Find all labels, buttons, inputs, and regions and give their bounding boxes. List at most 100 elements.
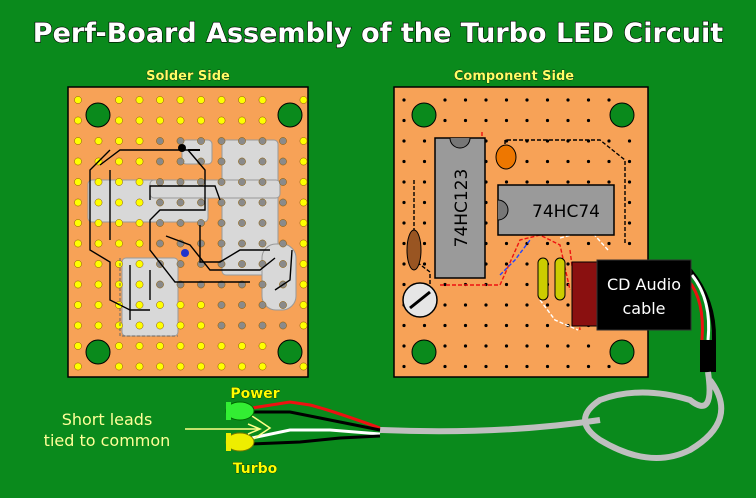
power-led: [225, 401, 255, 421]
solder-hole: [197, 362, 205, 371]
solder-hole: [115, 260, 123, 268]
solder-hole: [504, 344, 509, 348]
solder-hole: [197, 178, 205, 186]
solder-hole: [545, 241, 550, 246]
solder-hole: [197, 321, 205, 330]
solder-hole: [74, 178, 82, 186]
solder-hole: [422, 200, 427, 205]
solder-hole: [135, 219, 144, 227]
solder-hole: [135, 96, 144, 104]
solder-hole: [545, 344, 550, 348]
solder-hole: [176, 260, 185, 268]
solder-hole: [94, 239, 103, 248]
solder-hole: [217, 178, 226, 186]
solder-hole: [299, 260, 308, 268]
solder-hole: [402, 139, 406, 143]
solder-hole: [443, 282, 447, 287]
solder-hole: [566, 262, 570, 266]
solder-hole: [443, 303, 447, 307]
solder-hole: [586, 180, 591, 184]
solder-hole: [463, 303, 468, 307]
resistor: [537, 257, 549, 301]
solder-hole: [504, 303, 509, 307]
solder-hole: [156, 321, 164, 330]
solder-hole: [422, 139, 427, 143]
solder-hole: [217, 116, 226, 125]
solder-hole: [422, 323, 427, 328]
solder-hole: [299, 96, 308, 104]
solder-hole: [504, 98, 509, 102]
solder-hole: [176, 362, 185, 371]
solder-hole: [115, 280, 123, 289]
solder-hole: [525, 98, 529, 102]
solder-hole: [607, 241, 611, 246]
solder-hole: [586, 364, 591, 369]
solder-hole: [299, 198, 308, 207]
solder-hole: [279, 198, 287, 207]
solder-hole: [156, 198, 164, 207]
solder-hole: [238, 219, 246, 227]
solder-hole: [238, 239, 246, 248]
chip-74hc123-label: 74HC123: [452, 169, 472, 248]
solder-hole: [545, 98, 550, 102]
solder-hole: [135, 260, 144, 268]
solder-hole: [176, 96, 185, 104]
solder-hole: [586, 159, 591, 164]
solder-hole: [627, 221, 632, 225]
solder-hole: [94, 321, 103, 330]
solder-hole: [299, 362, 308, 371]
solder-hole: [566, 98, 570, 102]
solder-hole: [176, 178, 185, 186]
solder-hole: [402, 323, 406, 328]
solder-hole: [525, 344, 529, 348]
solder-hole: [484, 118, 488, 123]
solder-hole: [197, 198, 205, 207]
solder-hole: [156, 157, 164, 166]
solder-hole: [115, 96, 123, 104]
turbo-led-label: Turbo: [233, 461, 278, 477]
solder-hole: [197, 342, 205, 350]
solder-hole: [627, 159, 632, 164]
solder-hole: [74, 96, 82, 104]
solder-hole: [422, 241, 427, 246]
solder-hole: [299, 157, 308, 166]
solder-hole: [74, 301, 82, 309]
power-led-label: Power: [230, 386, 279, 402]
solder-hole: [94, 178, 103, 186]
solder-hole: [586, 344, 591, 348]
solder-hole: [135, 321, 144, 330]
solder-hole: [217, 301, 226, 309]
solder-hole: [299, 178, 308, 186]
solder-hole: [443, 98, 447, 102]
solder-hole: [525, 262, 529, 266]
solder-hole: [197, 239, 205, 248]
solder-hole: [299, 280, 308, 289]
component-side-board: Component Side 74HC123 74HC74: [393, 69, 649, 378]
solder-hole: [74, 219, 82, 227]
cable: [379, 417, 601, 435]
solder-hole: [402, 118, 406, 123]
solder-hole: [135, 362, 144, 371]
solder-hole: [217, 157, 226, 166]
solder-hole: [545, 364, 550, 369]
solder-hole: [135, 198, 144, 207]
solder-hole: [525, 118, 529, 123]
solder-hole: [525, 303, 529, 307]
solder-hole: [607, 139, 611, 143]
solder-hole: [156, 137, 164, 145]
solder-hole: [279, 321, 287, 330]
solder-hole: [566, 159, 570, 164]
solder-hole: [279, 260, 287, 268]
solder-hole: [135, 342, 144, 350]
component-side-label: Component Side: [454, 69, 574, 84]
solder-hole: [525, 364, 529, 369]
solder-hole: [525, 282, 529, 287]
short-leads-note-line2: tied to common: [44, 431, 171, 450]
solder-hole: [258, 96, 267, 104]
solder-hole: [279, 137, 287, 145]
solder-hole: [115, 137, 123, 145]
solder-hole: [607, 364, 611, 369]
solder-hole: [627, 139, 632, 143]
solder-hole: [422, 221, 427, 225]
resistor: [406, 229, 422, 271]
